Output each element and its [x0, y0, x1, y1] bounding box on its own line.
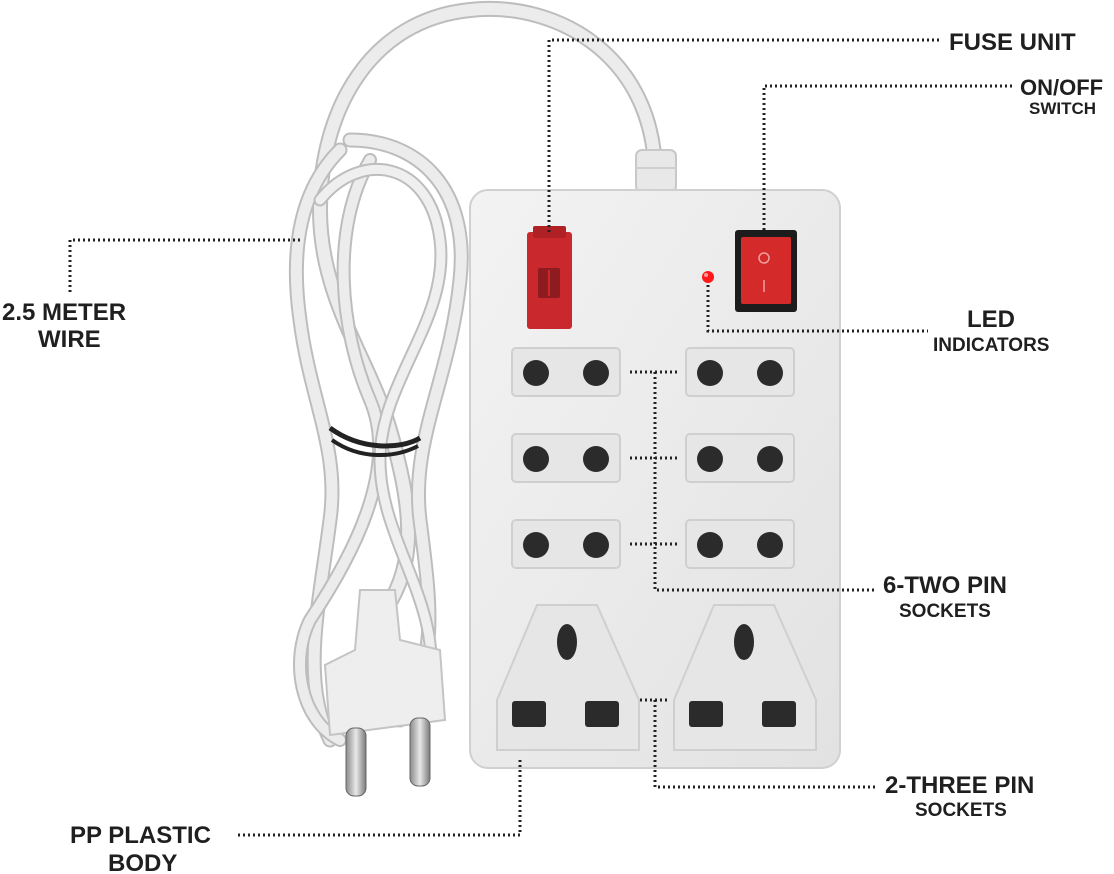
led-label-line2: INDICATORS — [933, 335, 1050, 356]
two-pin-plug — [323, 589, 447, 797]
wire-label-line2: WIRE — [38, 326, 101, 353]
two-pin-socket — [685, 433, 795, 483]
fuse-unit-label: FUSE UNIT — [949, 29, 1076, 56]
leader-fuse — [547, 38, 940, 232]
three-pin-label-line2: SOCKETS — [915, 800, 1007, 821]
leader-wire — [68, 238, 300, 295]
wire-label-line1: 2.5 METER — [2, 299, 127, 326]
fuse-unit — [527, 226, 572, 329]
body-label-line2: BODY — [108, 850, 178, 874]
three-pin-socket — [673, 604, 817, 751]
three-pin-sockets — [496, 604, 817, 751]
led-indicator — [702, 271, 714, 283]
cord-exit — [635, 149, 677, 193]
two-pin-label-line2: SOCKETS — [899, 601, 991, 622]
two-pin-socket — [511, 433, 621, 483]
two-pin-label-line1: 6-TWO PIN — [883, 572, 1007, 599]
cable-coil — [288, 1, 664, 748]
two-pin-socket — [511, 347, 621, 397]
three-pin-label-line1: 2-THREE PIN — [885, 772, 1035, 799]
leader-switch — [762, 84, 1015, 230]
leader-led — [706, 285, 928, 333]
cable-tie — [328, 425, 422, 457]
three-pin-socket — [496, 604, 640, 751]
switch-label: SWITCH — [1029, 99, 1097, 118]
body-label-line1: PP PLASTIC — [70, 822, 211, 849]
leader-lines — [68, 38, 1015, 837]
two-pin-sockets — [511, 347, 795, 569]
two-pin-socket — [685, 519, 795, 569]
on-off-switch — [735, 230, 797, 312]
two-pin-socket — [511, 519, 621, 569]
on-off-label: ON/OFF — [1020, 75, 1104, 100]
led-label-line1: LED — [967, 306, 1015, 333]
leader-body — [235, 760, 522, 837]
leader-three-pin — [640, 698, 875, 789]
two-pin-socket — [685, 347, 795, 397]
